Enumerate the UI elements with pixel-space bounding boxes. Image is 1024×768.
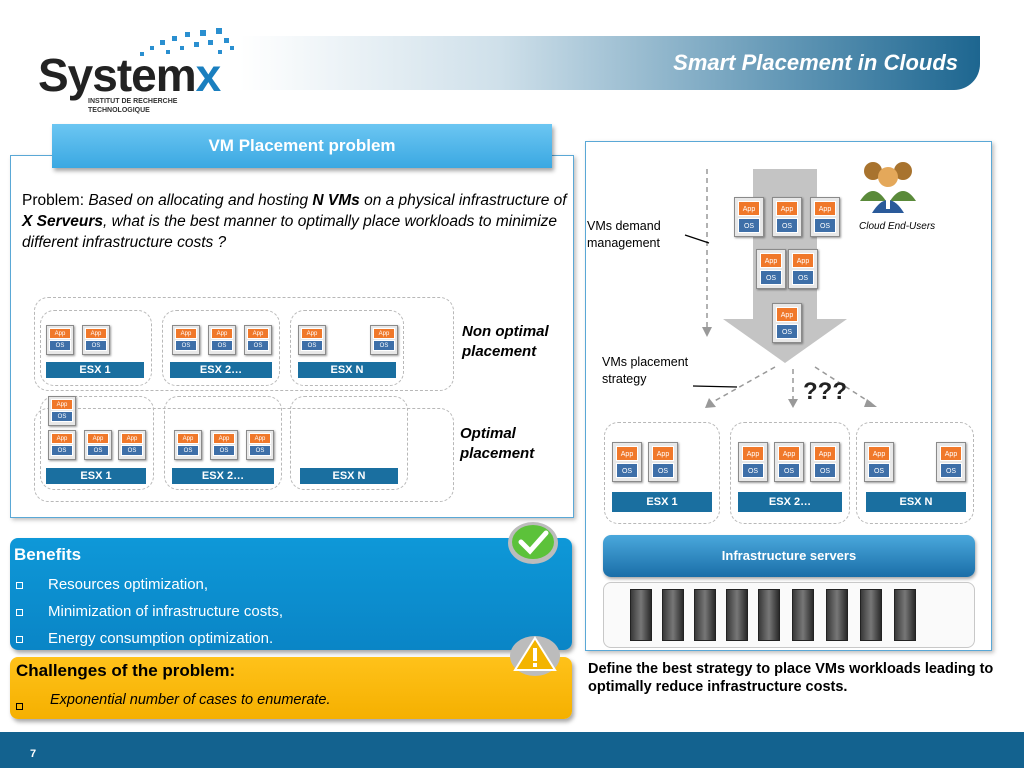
esx-label: ESX N: [300, 468, 398, 484]
server-rack-icon: [758, 589, 780, 641]
logo-dots-icon: [140, 28, 234, 56]
footer-bar: [0, 732, 1024, 768]
server-box: [856, 422, 974, 524]
benefit-item: Resources optimization,: [16, 576, 208, 593]
server-rack-icon: [726, 589, 748, 641]
logo-text: Systemx: [38, 49, 221, 101]
challenges-title: Challenges of the problem:: [16, 661, 236, 680]
challenge-item: Exponential number of cases to enumerate…: [50, 692, 331, 708]
checkbox-bullet-icon: [16, 609, 23, 616]
server-rack-icon: [694, 589, 716, 641]
checkbox-bullet-icon: [16, 703, 23, 710]
server-box: [162, 310, 280, 386]
challenge-bullet: [16, 697, 23, 715]
server-rack-icon: [860, 589, 882, 641]
end-users-label: Cloud End-Users: [859, 221, 936, 232]
checkbox-bullet-icon: [16, 582, 23, 589]
challenges-panel: [10, 657, 572, 719]
non-optimal-group: [34, 297, 454, 391]
server-box: [164, 396, 282, 490]
esx-label: ESX 2…: [738, 492, 842, 512]
benefit-item: Minimization of infrastructure costs,: [16, 603, 283, 620]
server-box: [40, 396, 154, 490]
esx-label: ESX N: [298, 362, 396, 378]
strategy-label: VMs placement strategy: [602, 355, 689, 386]
server-box: [290, 396, 408, 490]
infrastructure-servers-bar: Infrastructure servers: [603, 535, 975, 577]
server-box: [730, 422, 850, 524]
checkmark-icon: [508, 522, 558, 564]
server-rack-icon: [792, 589, 814, 641]
logo-subtitle-1: INSTITUT DE RECHERCHE: [88, 98, 178, 105]
server-rack-icon: [630, 589, 652, 641]
checkbox-bullet-icon: [16, 636, 23, 643]
server-box: [604, 422, 720, 524]
users-group-icon: [860, 162, 916, 213]
esx-label: ESX 1: [46, 362, 144, 378]
esx-label: ESX 2…: [170, 362, 272, 378]
server-box: [40, 310, 152, 386]
problem-statement: Problem: Based on allocating and hosting…: [22, 192, 567, 251]
server-racks: [603, 582, 975, 648]
warning-icon: [510, 636, 560, 676]
define-statement: Define the best strategy to place VMs wo…: [588, 661, 994, 695]
server-rack-icon: [826, 589, 848, 641]
flow-arrows-diagram: [684, 169, 877, 408]
problem-heading: VM Placement problem: [52, 124, 552, 168]
demand-label: VMs demand management: [587, 219, 661, 250]
optimal-group: [34, 408, 454, 502]
optimal-label: Optimal placement: [460, 425, 535, 462]
slide-title: Smart Placement in Clouds: [673, 50, 958, 75]
esx-label: ESX 2…: [172, 468, 274, 484]
server-box: [290, 310, 404, 386]
benefits-panel: [10, 538, 572, 650]
esx-label: ESX N: [866, 492, 966, 512]
logo-subtitle-2: TECHNOLOGIQUE: [88, 107, 150, 114]
non-optimal-label: Non optimal placement: [462, 323, 549, 360]
server-rack-icon: [662, 589, 684, 641]
unknown-strategy-text: ???: [803, 378, 847, 405]
page-number: 7: [30, 748, 37, 760]
esx-label: ESX 1: [612, 492, 712, 512]
esx-label: ESX 1: [46, 468, 146, 484]
benefit-item: Energy consumption optimization.: [16, 630, 273, 647]
server-rack-icon: [894, 589, 916, 641]
benefits-title: Benefits: [14, 545, 82, 564]
header-bar: [240, 36, 980, 90]
